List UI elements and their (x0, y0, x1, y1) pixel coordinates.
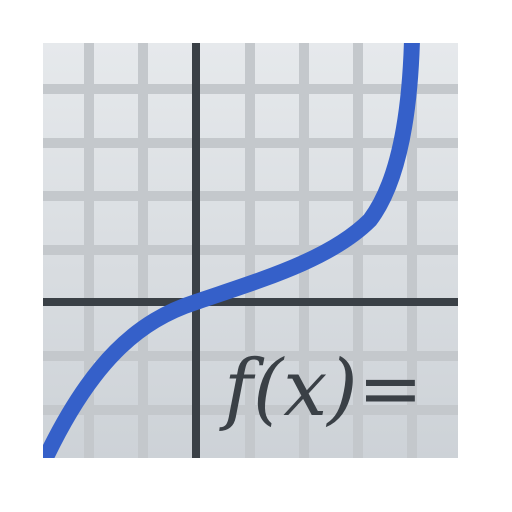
axes (43, 43, 458, 458)
formula-label: f(x)= (219, 344, 423, 434)
function-curve (43, 43, 420, 458)
grid-lines (43, 43, 458, 458)
